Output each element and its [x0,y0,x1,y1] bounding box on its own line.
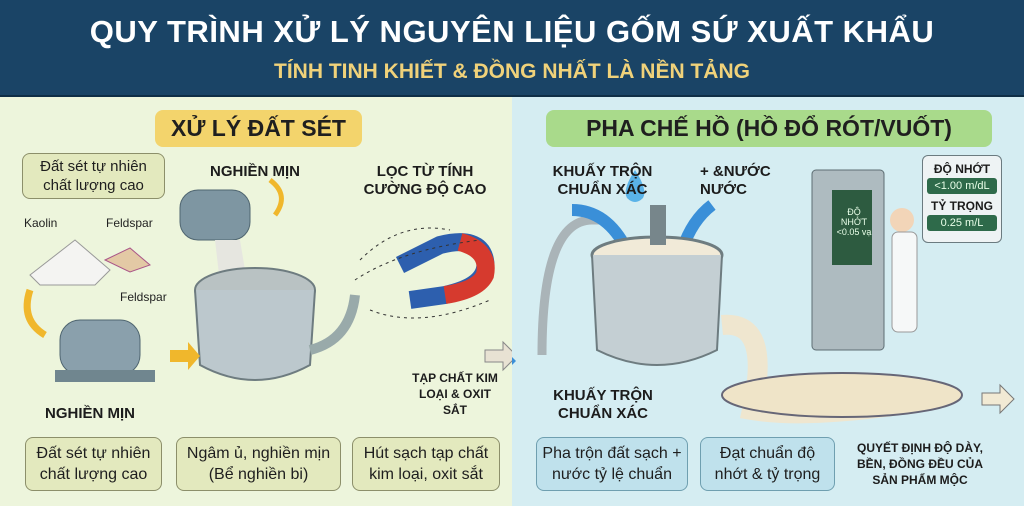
step-box-soak-grind: Ngâm ủ, nghiền mịn (Bể nghiền bi) [176,437,341,491]
technician [890,208,914,232]
step-box-remove-impurities: Hút sạch tạp chất kim loại, oxit sắt [352,437,500,491]
density-value: 0.25 m/L [927,215,997,231]
feldspar-pile [103,247,151,273]
feldspar-label: Feldspar [106,216,153,230]
kaolin-pile [29,239,111,286]
step-box-mix: Pha trộn đất sạch + nước tỷ lệ chuẩn [536,437,688,491]
viscosity-value: <1.00 m/dL [927,178,997,194]
step-box-natural-clay: Đất sét tự nhiên chất lượng cao [25,437,162,491]
slip-illustrations [512,169,1015,424]
section-title-clay: XỬ LÝ ĐẤT SÉT [155,110,362,147]
screen-line-2: <0.05 vạ [836,227,872,237]
conclusion-text: QUYẾT ĐỊNH ĐỘ DÀY, BỀN, ĐỒNG ĐỀU CỦA SẢN… [856,441,983,487]
grind-label-bottom: NGHIỀN MỊN [45,405,135,422]
viscosity-label: ĐỘ NHỚT [933,162,991,176]
screen-line-1: ĐỘ NHỚT [840,207,868,227]
header-banner: QUY TRÌNH XỬ LÝ NGUYÊN LIỆU GỐM SỨ XUẤT … [0,0,1024,97]
grind-label-top: NGHIỀN MỊN [210,163,300,180]
impurity-label: TẠP CHẤT KIM LOẠI & OXIT SẮT [412,371,498,417]
water-label: + &NƯỚC NƯỚC [700,163,771,198]
soaking-tank [194,289,316,381]
density-label: TỶ TRỌNG [931,199,993,213]
feldspar-label-2: Feldspar [120,290,167,304]
measurement-readout: ĐỘ NHỚT <1.00 m/dL TỶ TRỌNG 0.25 m/L [922,155,1002,243]
mixing-label-top: KHUẤY TRỘN CHUẨN XÁC [552,163,653,198]
ball-mill-top [179,189,251,241]
water-drop-icon [625,170,645,202]
panel-screen: ĐỘ NHỚT <0.05 vạ [835,205,873,239]
magnetic-filter-label: LỌC TỪ TÍNH CƯỜNG ĐỘ CAO [363,163,487,198]
ball-mill-bottom [59,319,141,376]
magnet-icon [395,233,495,309]
callout-natural-clay: Đất sét tự nhiên chất lượng cao [22,153,165,199]
arrow-down-icon [23,288,47,339]
mixing-tank [591,254,723,366]
kaolin-label: Kaolin [24,216,58,230]
page-title: QUY TRÌNH XỬ LÝ NGUYÊN LIỆU GỐM SỨ XUẤT … [89,14,935,49]
step-box-standard: Đạt chuẩn độ nhớt & tỷ trọng [700,437,835,491]
section-title-slip: PHA CHẾ HỒ (HỒ ĐỔ RÓT/VUỐT) [546,110,992,147]
mixing-label-bottom: KHUẤY TRỘN CHUẨN XÁC [553,387,653,422]
clay-illustrations [23,178,512,382]
page-subtitle: TÍNH TINH KHIẾT & ĐỒNG NHẤT LÀ NỀN TẢNG [274,60,750,83]
